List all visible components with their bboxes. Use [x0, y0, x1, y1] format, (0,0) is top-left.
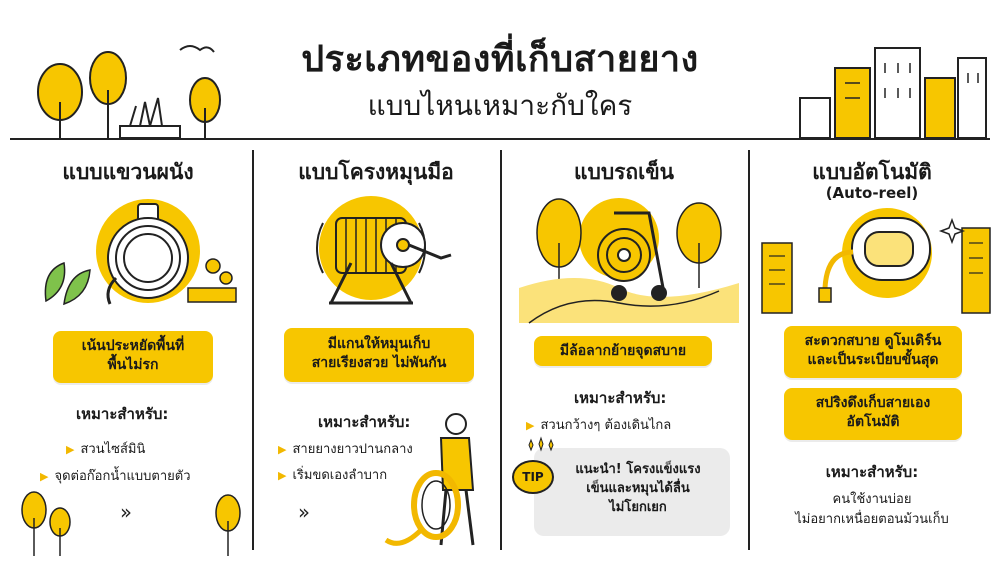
column-title: แบบโครงหมุนมือ: [298, 160, 454, 184]
for-label: เหมาะสำหรับ:: [318, 413, 411, 431]
hose-cart-icon: [519, 198, 739, 324]
column-subtitle: (Auto-reel): [825, 184, 919, 202]
highlight-box: มีแกนให้หมุนเก็บ สายเรียงสวย ไม่พันกัน: [284, 328, 474, 382]
list-item: ▶ เริ่มขดเองลำบาก: [278, 464, 387, 485]
highlight-line: มีแกนให้หมุนเก็บ: [327, 336, 431, 352]
highlight-line: สปริงดึงเก็บสายเอง: [815, 395, 931, 411]
bullet-icon: ▶: [278, 443, 287, 456]
sparkle-icon: [528, 436, 554, 452]
highlight-box: เน้นประหยัดพื้นที่ พื้นไม่รก: [53, 331, 213, 383]
tree-icon: [215, 494, 241, 556]
column-title: แบบรถเข็น: [573, 160, 675, 184]
highlight-line: มีล้อลากย้ายจุดสบาย: [559, 343, 687, 359]
highlight-box: มีล้อลากย้ายจุดสบาย: [534, 336, 712, 366]
header: ประเภทของที่เก็บสายยาง แบบไหนเหมาะกับใคร: [0, 0, 1000, 140]
chevron-right-icon: ››: [298, 500, 310, 524]
city-buildings-illustration: [799, 47, 987, 139]
chevron-right-icon: ››: [120, 500, 132, 524]
for-label: เหมาะสำหรับ:: [825, 463, 919, 481]
tip-badge: TIP: [512, 460, 554, 494]
header-divider: [10, 138, 990, 140]
item-text: สวนไซส์มินิ: [80, 442, 146, 457]
for-label: เหมาะสำหรับ:: [574, 389, 667, 407]
auto-reel-icon: [761, 208, 991, 314]
highlight-box-secondary: สปริงดึงเก็บสายเอง อัตโนมัติ: [784, 388, 962, 440]
bullet-icon: ▶: [526, 419, 535, 432]
column-auto-reel: แบบอัตโนมัติ (Auto-reel) สะดวกสบาย ดูโมเ…: [752, 148, 992, 558]
column-divider: [500, 150, 502, 550]
wall-mounted-hose-icon: [44, 199, 237, 306]
highlight-line: สายเรียงสวย ไม่พันกัน: [311, 355, 447, 371]
tree-icon: [21, 491, 71, 556]
column-wall-mounted: แบบแขวนผนัง เน้นประหยัดพื้นที่ พื้นไม่รก…: [8, 148, 248, 558]
highlight-line: และเป็นระเบียบขั้นสุด: [807, 352, 939, 368]
person-coiling-hose-illustration: [384, 413, 475, 546]
bullet-icon: ▶: [66, 443, 75, 456]
tip-box: แนะนำ! โครงแข็งแรง เข็นและหมุนได้ลื่น ไม…: [534, 448, 730, 536]
tip-line: แนะนำ! โครงแข็งแรง: [575, 462, 701, 477]
list-item: ไม่อยากเหนื่อยตอนม้วนเก็บ: [752, 508, 992, 529]
list-item: ▶ สวนไซส์มินิ: [66, 438, 145, 459]
tip-line: เข็นและหมุนได้ลื่น: [586, 481, 690, 496]
column-hand-crank: แบบโครงหมุนมือ มีแกนให้หมุนเก็บ สายเรียง…: [256, 148, 496, 558]
highlight-line: สะดวกสบาย ดูโมเดิร์น: [804, 333, 942, 349]
highlight-line: อัตโนมัติ: [846, 414, 900, 430]
column-divider: [252, 150, 254, 550]
for-label: เหมาะสำหรับ:: [76, 405, 169, 423]
bullet-icon: ▶: [278, 469, 287, 482]
page-title: ประเภทของที่เก็บสายยาง: [301, 39, 699, 80]
highlight-line: พื้นไม่รก: [107, 357, 159, 373]
item-text: เริ่มขดเองลำบาก: [292, 468, 388, 483]
item-text: สายยางยาวปานกลาง: [292, 442, 413, 457]
list-item: ▶ สวนกว้างๆ ต้องเดินไกล: [526, 414, 671, 435]
item-text: จุดต่อก๊อกน้ำแบบตายตัว: [54, 469, 191, 484]
item-text: สวนกว้างๆ ต้องเดินไกล: [540, 418, 672, 433]
item-text: คนใช้งานบ่อย: [832, 492, 912, 507]
column-title: แบบแขวนผนัง: [62, 160, 194, 184]
item-text: ไม่อยากเหนื่อยตอนม้วนเก็บ: [795, 512, 949, 527]
tip-line: ไม่โยกเยก: [609, 500, 667, 515]
column-title: แบบอัตโนมัติ: [812, 160, 932, 184]
column-divider: [748, 150, 750, 550]
column-hose-cart: แบบรถเข็น มีล้อลากย้ายจุดสบาย เหมาะสำหรั…: [504, 148, 744, 558]
hand-crank-reel-icon: [316, 196, 452, 305]
page-subtitle: แบบไหนเหมาะกับใคร: [367, 89, 633, 122]
list-item: ▶ สายยางยาวปานกลาง: [278, 438, 413, 459]
highlight-box: สะดวกสบาย ดูโมเดิร์น และเป็นระเบียบขั้นส…: [784, 326, 962, 378]
list-item: ▶ จุดต่อก๊อกน้ำแบบตายตัว: [40, 465, 191, 486]
list-item: คนใช้งานบ่อย: [752, 488, 992, 509]
bullet-icon: ▶: [40, 470, 49, 483]
highlight-line: เน้นประหยัดพื้นที่: [81, 338, 185, 354]
trees-left-illustration: [37, 45, 221, 139]
